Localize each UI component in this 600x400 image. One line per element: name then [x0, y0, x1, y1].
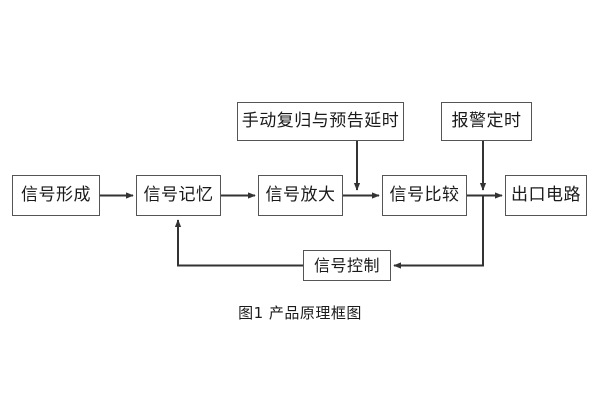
- node-label: 出口电路: [511, 185, 581, 205]
- node-label: 信号控制: [313, 255, 380, 275]
- node-alarm-timer[interactable]: 报警定时: [441, 102, 532, 141]
- node-label: 信号形成: [21, 185, 91, 205]
- node-signal-control[interactable]: 信号控制: [303, 250, 391, 281]
- node-label: 手动复归与预告延时: [241, 111, 400, 131]
- node-label: 报警定时: [451, 111, 522, 131]
- node-label: 信号记忆: [143, 185, 214, 205]
- figure-caption: 图1 产品原理框图: [238, 304, 362, 322]
- node-signal-memory[interactable]: 信号记忆: [136, 175, 221, 216]
- node-label: 信号放大: [265, 185, 336, 205]
- node-label: 信号比较: [389, 185, 460, 205]
- node-signal-amplify[interactable]: 信号放大: [258, 175, 343, 216]
- node-output-circuit[interactable]: 出口电路: [505, 175, 587, 216]
- connector-control-to-memory: [174, 219, 303, 267]
- node-signal-compare[interactable]: 信号比较: [382, 175, 467, 216]
- node-manual-reset[interactable]: 手动复归与预告延时: [237, 102, 404, 141]
- node-signal-forming[interactable]: 信号形成: [12, 175, 100, 216]
